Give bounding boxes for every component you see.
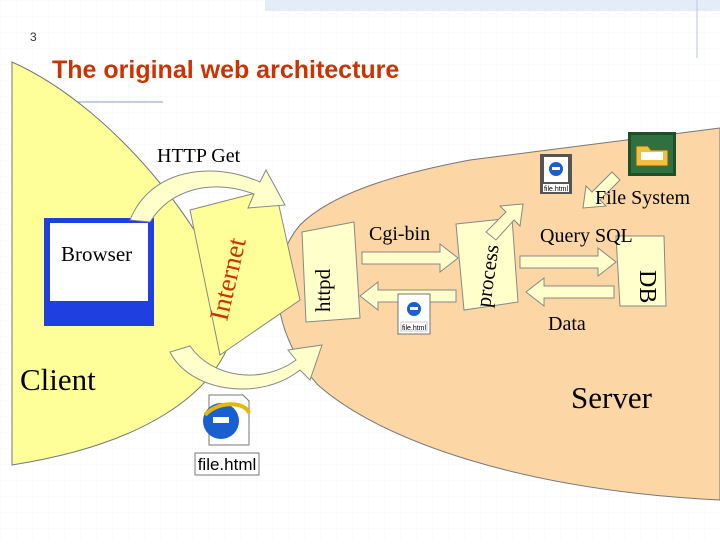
cgi-bin-arrow	[361, 242, 459, 274]
query-sql-arrow	[519, 246, 617, 278]
file-caption-data: file.html	[402, 325, 427, 332]
browser-monitor	[44, 218, 154, 326]
process-filesystem-arrow-lower	[485, 203, 524, 241]
server-area	[277, 127, 720, 501]
db-box	[615, 235, 667, 307]
response-arrow	[169, 344, 323, 390]
folder-icon	[628, 132, 676, 176]
db-label: DB	[634, 270, 660, 303]
slide-number: 3	[30, 30, 37, 44]
internet-banner	[189, 187, 301, 356]
httpd-label: httpd	[311, 268, 335, 312]
browser-label: Browser	[61, 242, 133, 266]
slide-title: The original web architecture	[52, 56, 400, 84]
query-sql-label: Query SQL	[540, 225, 633, 247]
process-filesystem-arrow-upper	[582, 171, 621, 209]
internet-explorer-icon: file.html	[194, 394, 260, 476]
httpd-box	[301, 221, 361, 323]
file-caption: file.html	[544, 186, 569, 193]
data-arrow	[525, 276, 615, 308]
http-get-label: HTTP Get	[157, 145, 241, 167]
http-get-arrow	[129, 168, 286, 223]
top-accent-bar	[265, 0, 720, 11]
cgi-bin-label: Cgi-bin	[369, 223, 431, 245]
file-caption-large: file.html	[198, 455, 257, 474]
data-label: Data	[548, 313, 586, 335]
file-html-icon-data: file.html	[397, 293, 431, 335]
file-html-icon: file.html	[540, 154, 572, 194]
process-box	[455, 217, 519, 311]
file-system-label: File System	[595, 187, 691, 209]
client-label: Client	[20, 362, 96, 397]
server-label: Server	[571, 380, 652, 415]
